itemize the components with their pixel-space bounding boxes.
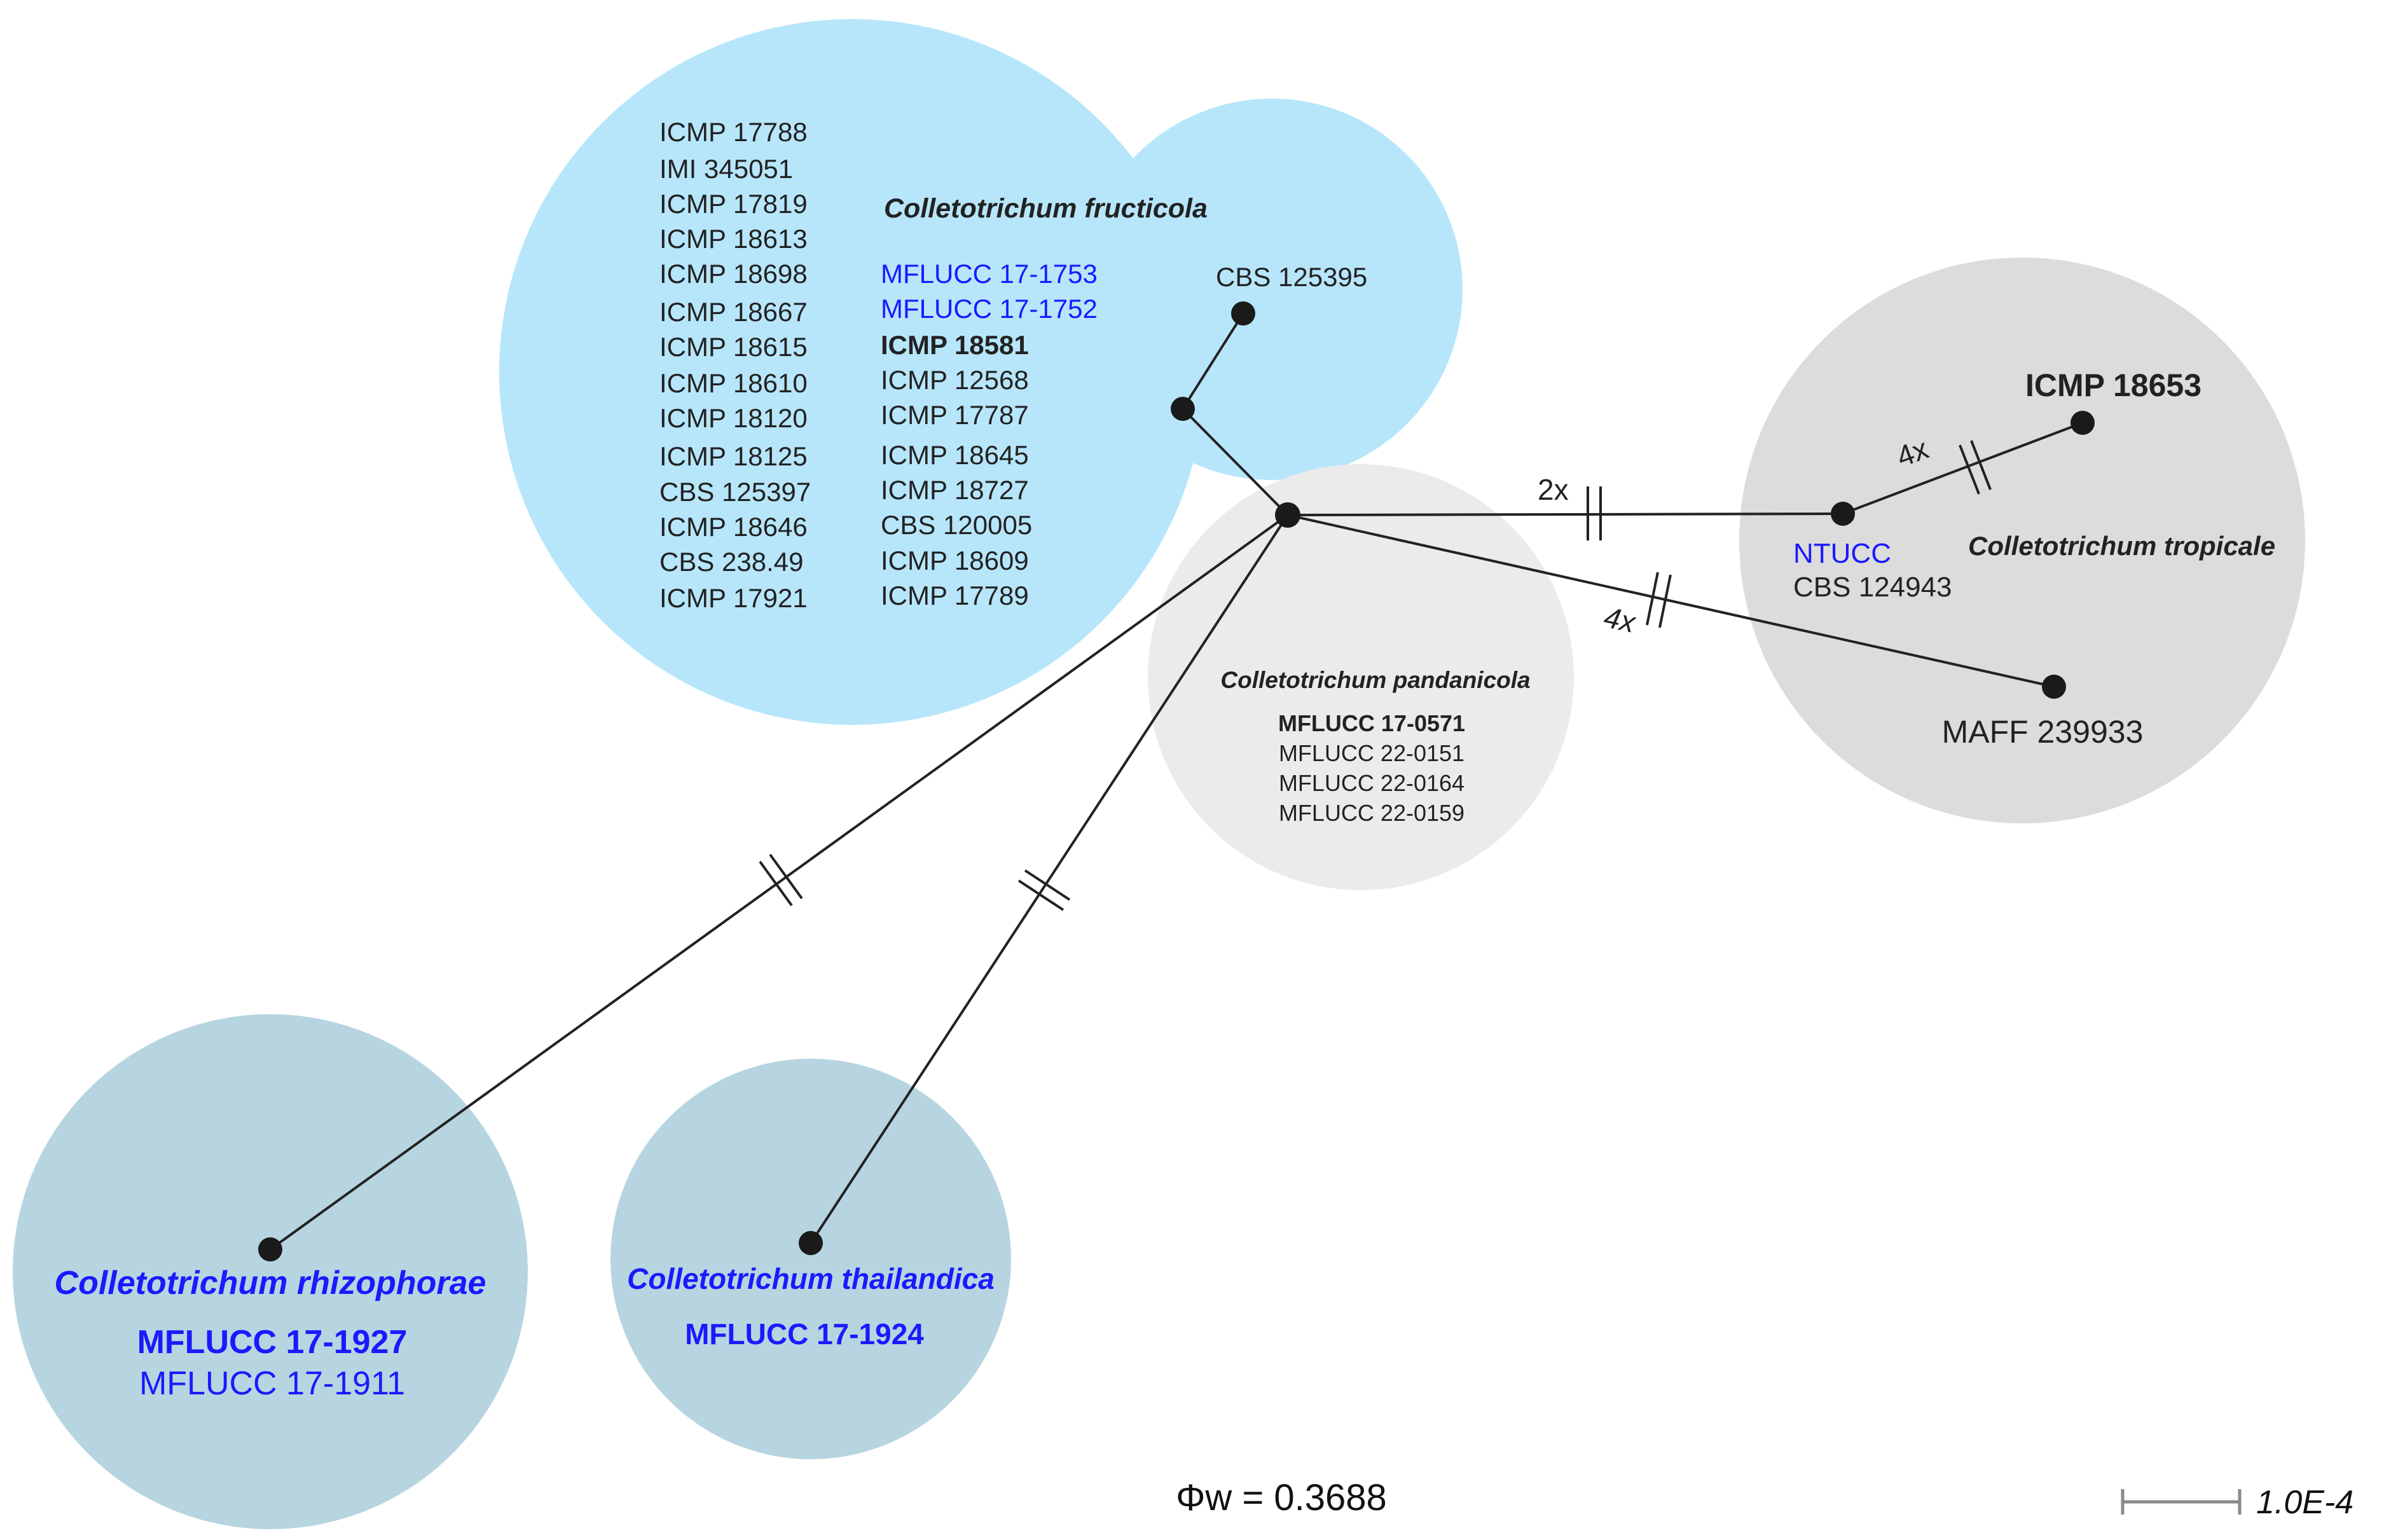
- fructicola-isolate: MFLUCC 17-1753: [881, 259, 1098, 289]
- fructicola-isolate: ICMP 17788: [659, 117, 808, 147]
- fructicola-side-isolate: CBS 125395: [1216, 262, 1367, 292]
- pandanicola-isolate: MFLUCC 22-0164: [1279, 770, 1464, 796]
- fructicola-isolate: ICMP 17819: [659, 189, 808, 219]
- pandanicola-species-label: Colletotrichum pandanicola: [1220, 667, 1530, 693]
- break-marks: [759, 440, 1992, 911]
- break-mark-maff: [1646, 572, 1672, 628]
- pandanicola-bubble: [1148, 464, 1574, 890]
- fructicola-isolate: ICMP 18698: [659, 259, 808, 289]
- edges: [269, 312, 2083, 1251]
- edge-to-tropicale: [1287, 512, 1843, 516]
- fructicola-isolate: ICMP 18610: [659, 368, 808, 398]
- fructicola-isolate: ICMP 18727: [881, 475, 1029, 505]
- pandanicola-isolate: MFLUCC 17-0571: [1278, 710, 1465, 736]
- break-mark-thailandica: [1017, 869, 1071, 911]
- fructicola-bubble-lobe: [1081, 99, 1463, 480]
- node-thailandica: [799, 1231, 823, 1255]
- fructicola-isolate: ICMP 18609: [881, 546, 1029, 575]
- break-mark-rhizophorae: [759, 853, 803, 907]
- fructicola-species-label: Colletotrichum fructicola: [884, 193, 1208, 224]
- node-hub: [1275, 502, 1300, 528]
- fructicola-isolate: ICMP 18613: [659, 224, 808, 254]
- fructicola-isolate: ICMP 18646: [659, 512, 808, 542]
- edge-hub-fructicola: [1182, 408, 1289, 516]
- scale-bar-label: 1.0E-4: [2256, 1484, 2353, 1521]
- thailandica-species-label: Colletotrichum thailandica: [627, 1262, 995, 1295]
- break-mark-tropicale: [1587, 486, 1602, 540]
- fructicola-isolate: CBS 125397: [659, 477, 811, 507]
- fructicola-isolate: ICMP 17921: [659, 583, 808, 613]
- edge-to-icmp18653: [1842, 422, 2083, 515]
- edge-to-maff: [1287, 514, 2055, 688]
- node-maff: [2042, 675, 2066, 699]
- fructicola-isolate: IMI 345051: [659, 154, 793, 184]
- fructicola-isolate: ICMP 18645: [881, 440, 1029, 470]
- fructicola-isolate: ICMP 18615: [659, 332, 808, 362]
- pandanicola-isolate: MFLUCC 22-0159: [1279, 800, 1464, 826]
- fructicola-isolate: ICMP 18667: [659, 297, 808, 327]
- break-mark-icmp18653: [1959, 440, 1992, 495]
- fructicola-isolate: CBS 120005: [881, 510, 1032, 540]
- pandanicola-isolate: MFLUCC 22-0151: [1279, 740, 1464, 766]
- rhizophorae-type-isolate: MFLUCC 17-1927: [137, 1324, 408, 1361]
- fructicola-isolate: ICMP 18581: [881, 330, 1029, 360]
- nodes: [258, 301, 2095, 1262]
- fructicola-isolate: ICMP 18125: [659, 441, 808, 471]
- fructicola-isolate: ICMP 17787: [881, 400, 1029, 430]
- rhizophorae-species-label: Colletotrichum rhizophorae: [55, 1265, 486, 1302]
- fructicola-isolate: ICMP 18120: [659, 403, 808, 433]
- fructicola-isolate: ICMP 12568: [881, 365, 1029, 395]
- bubbles: [13, 19, 2305, 1529]
- edge-label-tropicale: 2x: [1538, 473, 1569, 506]
- node-fructicola: [1171, 397, 1195, 421]
- tropicale-hub-isolate: CBS 124943: [1793, 572, 1952, 603]
- node-cbs125395: [1231, 301, 1255, 326]
- thailandica-type-isolate: MFLUCC 17-1924: [685, 1317, 924, 1351]
- fructicola-isolate: ICMP 17789: [881, 581, 1029, 610]
- fructicola-isolate: CBS 238.49: [659, 547, 804, 577]
- node-rhizophorae: [258, 1237, 282, 1262]
- fructicola-isolate: MFLUCC 17-1752: [881, 294, 1098, 324]
- rhizophorae-other-isolate: MFLUCC 17-1911: [139, 1365, 405, 1402]
- rhizophorae-bubble: [13, 1014, 528, 1529]
- thailandica-bubble: [610, 1059, 1011, 1459]
- tropicale-branch-isolate: MAFF 239933: [1942, 714, 2144, 750]
- tropicale-hub-isolate-blue: NTUCC: [1793, 538, 1891, 569]
- fructicola-bubble: [499, 19, 1205, 725]
- edge-to-thailandica: [810, 514, 1289, 1244]
- node-tropicale: [1831, 502, 1855, 526]
- phi-statistic: Φw = 0.3688: [1176, 1477, 1387, 1518]
- node-icmp18653: [2070, 411, 2095, 435]
- edge-label-maff: 4x: [1601, 600, 1639, 639]
- scale-bar: [2121, 1489, 2242, 1515]
- tropicale-type-isolate: ICMP 18653: [2025, 368, 2201, 403]
- tropicale-bubble: [1739, 258, 2305, 823]
- tropicale-species-label: Colletotrichum tropicale: [1968, 531, 2275, 561]
- edge-cbs125395: [1182, 312, 1244, 410]
- edge-to-rhizophorae: [269, 514, 1289, 1251]
